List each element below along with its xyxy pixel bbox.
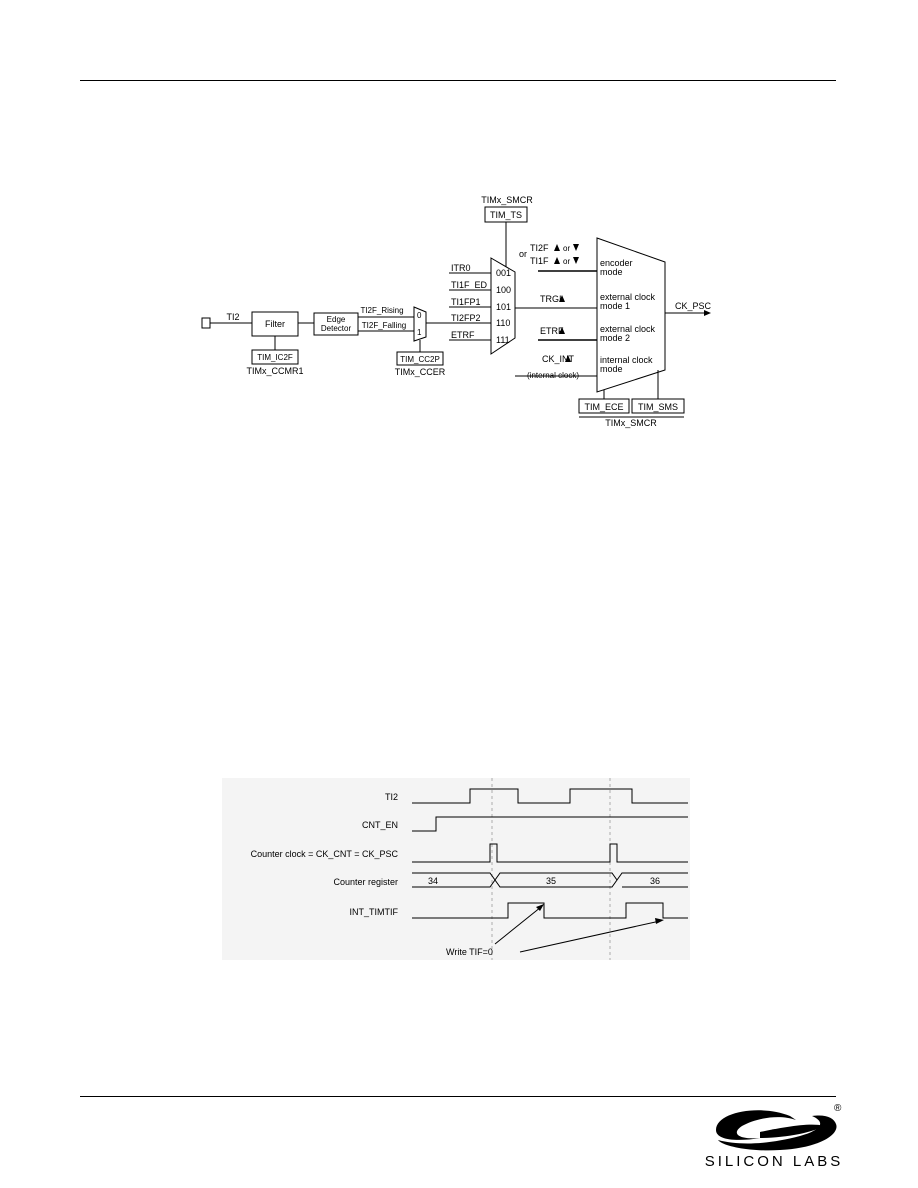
trgi-label: TRGI [540,294,562,304]
signal-counter-clock-label: Counter clock = CK_CNT = CK_PSC [251,849,399,859]
or-small-2: or [563,257,570,266]
sms-label: TIM_SMS [638,402,678,412]
code-100: 100 [496,285,511,295]
ti1f-label: TI1F [530,256,549,266]
counter-register-segment-36 [616,872,688,881]
filter-box [251,311,299,337]
mode-ext1-2: mode 1 [600,301,630,311]
code-111: 111 [496,335,510,345]
arrowhead-icon [655,918,664,924]
internal-clock-note: (internal clock) [527,371,579,380]
rising-edge-icon [554,257,560,264]
ic2f-box [251,349,299,365]
ccmr1-label: TIMx_CCMR1 [246,366,303,376]
rising-edge-icon [565,355,571,362]
ck-int-label: CK_INT [542,354,575,364]
ti2f-rising-label: TI2F_Rising [360,306,403,315]
sms-box [631,398,685,414]
registered-mark: ® [834,1103,842,1114]
input-etrf: ETRF [451,330,475,340]
int-timtif-waveform [412,902,688,919]
input-ti1f-ed: TI1F_ED [451,280,488,290]
falling-edge-icon [573,257,579,264]
edge-detector-box [313,312,359,336]
mux-in-1: 1 [417,328,422,337]
arrowhead-icon [536,904,544,911]
mode-int-1: internal clock [600,355,653,365]
counter-value-35: 35 [546,876,556,886]
input-ti2fp2: TI2FP2 [451,313,481,323]
ti2f-falling-label: TI2F_Falling [362,321,406,330]
smcr-top-label: TIMx_SMCR [481,195,533,205]
polarity-mux [413,306,427,342]
ti2-waveform [412,788,688,804]
mode-ext2-2: mode 2 [600,333,630,343]
input-itr0: ITR0 [451,263,471,273]
signal-int-timtif-label: INT_TIMTIF [350,907,399,917]
write-tif-annotation: Write TIF=0 [446,947,493,957]
cc2p-box [396,351,444,366]
or-small-1: or [563,244,570,253]
mode-int-2: mode [600,364,623,374]
code-101: 101 [496,302,511,312]
cc2p-label: TIM_CC2P [400,355,440,364]
header-rule [80,80,836,81]
rising-edge-icon [559,295,565,302]
etrf-label: ETRF [540,326,564,336]
mode-encoder-2: mode [600,267,623,277]
smcr-bottom-label: TIMx_SMCR [605,418,657,428]
logo-text: SILICON LABS [705,1153,844,1170]
code-110: 110 [496,318,510,328]
signal-counter-register-label: Counter register [333,877,398,887]
edge-detector-label-2: Detector [321,324,352,333]
ece-box [578,398,630,414]
ece-label: TIM_ECE [584,402,623,412]
silicon-labs-logo: ® SILICON LABS [705,1103,844,1170]
mode-ext2-1: external clock [600,324,656,334]
signal-ti2-label: TI2 [385,792,398,802]
filter-label: Filter [265,319,285,329]
timing-diagram-background [222,778,690,960]
edge-detector-label-1: Edge [327,315,346,324]
ti2-input-label: TI2 [226,312,239,322]
mux-in-0: 0 [417,311,422,320]
output-arrow-icon [704,310,711,316]
mode-encoder-1: encoder [600,258,633,268]
ccer-label: TIMx_CCER [395,367,446,377]
input-ti1fp1: TI1FP1 [451,297,481,307]
falling-edge-icon [573,244,579,251]
ic2f-label: TIM_IC2F [257,353,293,362]
counter-value-34: 34 [428,876,438,886]
trigger-select-mux [490,257,516,355]
mode-ext1-1: external clock [600,292,656,302]
rising-edge-icon [559,327,565,334]
counter-clock-waveform [412,843,688,863]
ts-box-label: TIM_TS [490,210,522,220]
ti2-pin [201,317,211,329]
ck-psc-label: CK_PSC [675,301,712,311]
signal-cnt-en-label: CNT_EN [362,820,398,830]
counter-value-36: 36 [650,876,660,886]
rising-edge-icon [554,244,560,251]
cnt-en-waveform [412,816,688,832]
footer-rule [80,1096,836,1097]
code-001: 001 [496,268,511,278]
or-label: or [519,249,527,259]
ti2f-label: TI2F [530,243,549,253]
